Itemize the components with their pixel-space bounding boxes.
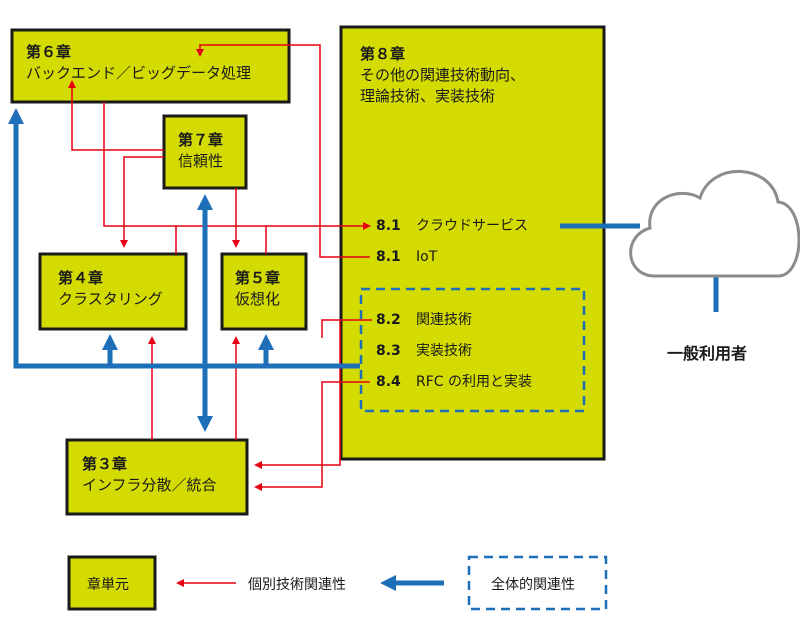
arrow-ch7-to-ch4 [120,156,164,248]
ch5-title: 仮想化 [235,290,281,308]
ch8-item-label: IoT [416,249,438,265]
ch8-item-num: 8.2 [376,312,401,328]
ch8-item: 8.3 実装技術 [376,342,472,360]
box-ch6 [10,28,291,104]
blue-connectors [13,120,719,416]
ch7-text: 第７章 信頼性 [178,130,223,172]
box-ch3 [65,438,249,516]
red-connectors [68,44,372,491]
ch8-item-label: 実装技術 [416,343,472,359]
arrow-ch6-to-cloud [103,102,371,230]
blue-head-ch7 [197,194,213,210]
arrow-ch7-to-ch6 [68,80,164,151]
ch8-item-label: 関連技術 [416,312,472,328]
ch7-title: 信頼性 [178,152,224,170]
ch8-num: 第８章 [360,45,406,63]
ch5-num: 第５章 [235,269,281,287]
ch8-item-num: 8.3 [376,343,401,359]
blue-head-ch4 [102,334,118,350]
ch8-item: 8.4 RFC の利用と実装 [376,373,532,391]
ch3-num: 第３章 [82,455,128,473]
ch8-item: 8.1 クラウドサービス [376,217,528,235]
cloud-users-label: 一般利用者 [667,344,748,363]
ch4-text: 第４章 クラスタリング [58,268,163,310]
legend-unit-label: 章単元 [87,577,129,593]
arrow-iot-to-ch6 [196,44,370,258]
blue-main-bus [13,120,360,369]
legend-overall-label: 全体的関連性 [491,577,575,593]
arrow-82-to-ch5 [321,319,372,338]
ch6-title: バックエンド／ビッグデータ処理 [26,64,252,82]
ch3-text: 第３章 インフラ分散／統合 [82,454,217,496]
blue-head-ch3 [197,416,213,432]
ch8-item-label: RFC の利用と実装 [416,374,533,390]
ch5-text: 第５章 仮想化 [235,268,280,310]
ch8-item-label: クラウドサービス [416,218,528,234]
ch8-text: 第８章 その他の関連技術動向、 理論技術、実装技術 [360,44,525,107]
ch6-num: 第６章 [26,43,72,61]
blue-arrowheads [8,108,274,432]
ch8-item: 8.1 IoT [376,248,437,266]
box-ch8 [339,25,606,461]
box-ch4 [38,252,188,331]
ch8-title-line2: 理論技術、実装技術 [360,87,496,105]
blue-head-ch5 [258,334,274,350]
ch8-item-num: 8.1 [376,218,401,234]
ch8-item-num: 8.1 [376,249,401,265]
ch8-item-num: 8.4 [376,374,401,390]
cloud-icon [629,170,800,278]
blue-head-ch6 [8,108,24,124]
ch6-text: 第６章 バックエンド／ビッグデータ処理 [26,42,251,84]
box-ch5 [220,252,308,331]
ch8-item: 8.2 関連技術 [376,311,472,329]
ch8-title-line1: その他の関連技術動向、 [360,66,526,84]
dashed-group [359,287,586,413]
box-ch7 [162,114,248,190]
legend-unit-box [67,555,157,611]
arrow-84-to-ch3 [254,381,370,491]
ch3-title: インフラ分散／統合 [82,476,217,494]
ch7-num: 第７章 [178,131,224,149]
ch4-num: 第４章 [58,269,104,287]
legend-blue-head [380,575,396,591]
legend-individual-label: 個別技術関連性 [248,577,346,593]
ch4-title: クラスタリング [58,290,163,308]
legend-dashed-box [467,555,608,611]
